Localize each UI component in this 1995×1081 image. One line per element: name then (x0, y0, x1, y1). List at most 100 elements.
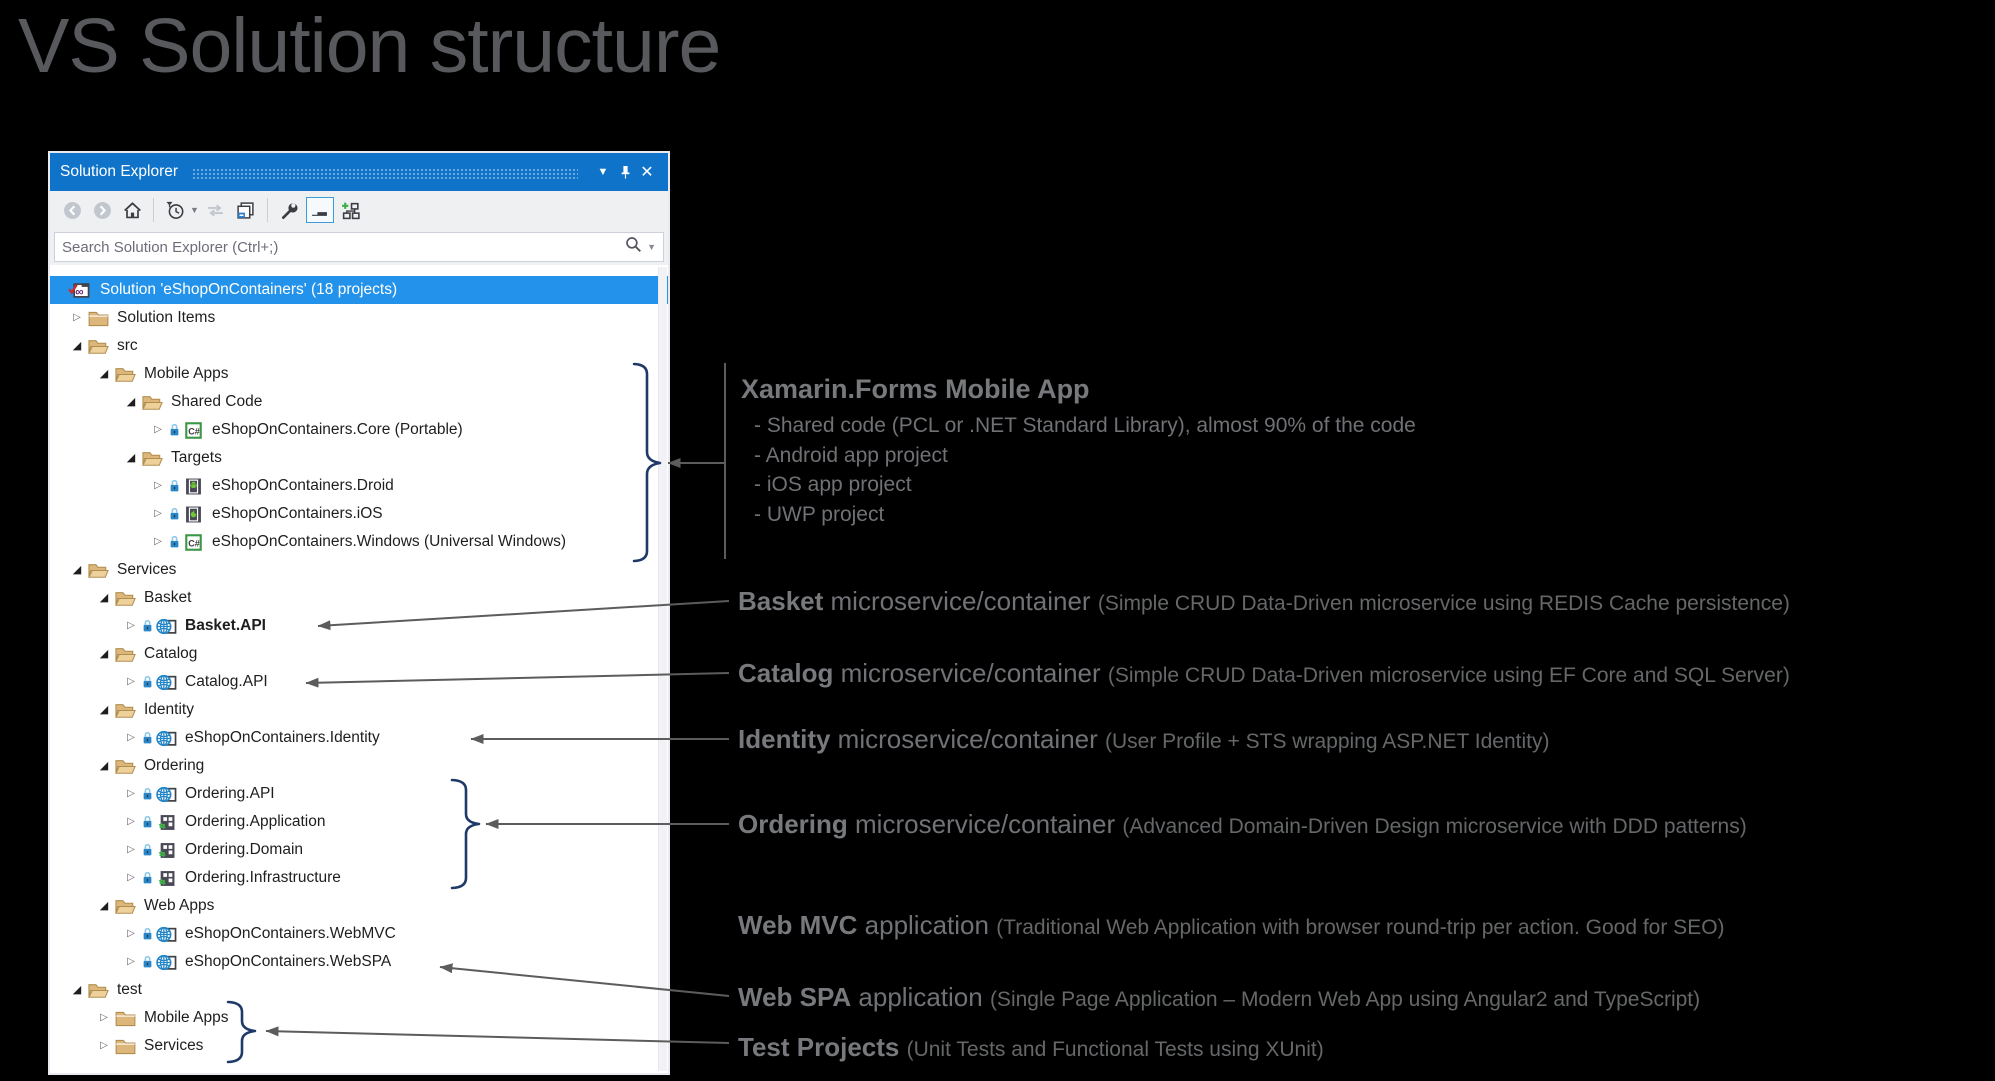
sync-icon[interactable] (203, 197, 229, 223)
tree-item-solution-eshoponcontainers-18-projects[interactable]: ∞ Solution 'eShopOnContainers' (18 proje… (50, 276, 668, 304)
expander-arrow-icon[interactable]: ◢ (99, 704, 109, 716)
tree-item-ordering-domain[interactable]: ▷ Ordering.Domain (50, 836, 668, 864)
expander-arrow-icon[interactable]: ◢ (99, 592, 109, 604)
tree-item-label: Identity (144, 701, 194, 718)
annotation-catalog: Catalog microservice/container (Simple C… (738, 656, 1790, 693)
tree-item-eshoponcontainers-droid[interactable]: ▷ eShopOnContainers.Droid (50, 472, 668, 500)
annotation-paren: (Single Page Application – Modern Web Ap… (989, 988, 1701, 1011)
expander-arrow-icon[interactable]: ▷ (100, 1040, 108, 1051)
tree-item-catalog-api[interactable]: ▷ Catalog.API (50, 668, 668, 696)
tree-item-web-apps[interactable]: ◢ Web Apps (50, 892, 668, 920)
preview-selected-items-icon[interactable] (305, 197, 334, 223)
expander-arrow-icon[interactable]: ◢ (99, 760, 109, 772)
expander-arrow-icon[interactable]: ◢ (72, 340, 82, 352)
tree-item-label: Catalog (144, 645, 198, 662)
expander-arrow-icon[interactable]: ▷ (127, 732, 135, 743)
item-icon: ∞ (66, 282, 92, 299)
expander-arrow-icon[interactable]: ▷ (73, 312, 81, 323)
tree-item-identity[interactable]: ◢ Identity (50, 696, 668, 724)
annotation-paren: (Unit Tests and Functional Tests using X… (906, 1038, 1324, 1061)
expander-arrow-icon[interactable]: ◢ (99, 900, 109, 912)
tree-item-ordering-infrastructure[interactable]: ▷ Ordering.Infrastructure (50, 864, 668, 892)
expander-arrow-icon[interactable]: ◢ (99, 368, 109, 380)
tree-item-label: Ordering.Application (185, 813, 326, 830)
tree-item-eshoponcontainers-windows-universal-windows[interactable]: ▷ C# eShopOnContainers.Windows (Universa… (50, 528, 668, 556)
tree-item-services[interactable]: ◢ Services (50, 556, 668, 584)
annotation-ordering: Ordering microservice/container (Advance… (738, 807, 1747, 844)
item-icon (115, 1038, 136, 1055)
tree-item-label: Mobile Apps (144, 1009, 229, 1026)
item-icon (156, 842, 177, 859)
sync-with-active-document-icon[interactable] (338, 197, 364, 223)
item-icon (115, 366, 136, 383)
tree-item-eshoponcontainers-core-portable[interactable]: ▷ C# eShopOnContainers.Core (Portable) (50, 416, 668, 444)
annotation-bullet: - iOS app project (754, 473, 912, 497)
svg-text:C#: C# (188, 426, 200, 436)
tree-item-src[interactable]: ◢ src (50, 332, 668, 360)
expander-arrow-icon[interactable]: ▷ (127, 816, 135, 827)
collapse-all-icon[interactable] (233, 197, 259, 223)
tree-item-label: Services (144, 1037, 204, 1054)
tree-item-test[interactable]: ◢ test (50, 976, 668, 1004)
search-icon[interactable] (625, 236, 642, 258)
tree-item-basket-api[interactable]: ▷ Basket.API (50, 612, 668, 640)
properties-icon[interactable] (276, 197, 302, 223)
forward-icon[interactable] (89, 197, 115, 223)
expander-arrow-icon[interactable]: ▷ (154, 424, 162, 435)
close-icon[interactable]: ✕ (640, 164, 654, 181)
expander-arrow-icon[interactable]: ▷ (127, 788, 135, 799)
scrollbar-track[interactable] (658, 267, 667, 1071)
pin-icon[interactable] (614, 160, 636, 184)
tree-item-mobile-apps[interactable]: ◢ Mobile Apps (50, 360, 668, 388)
pending-changes-filter-icon[interactable] (162, 197, 188, 223)
tree-item-eshoponcontainers-webmvc[interactable]: ▷ eShopOnContainers.WebMVC (50, 920, 668, 948)
window-position-icon[interactable]: ▼ (597, 166, 609, 178)
expander-arrow-icon[interactable]: ◢ (72, 564, 82, 576)
tree-item-catalog[interactable]: ◢ Catalog (50, 640, 668, 668)
lock-icon (142, 955, 153, 969)
tree-item-ordering-application[interactable]: ▷ Ordering.Application (50, 808, 668, 836)
panel-titlebar[interactable]: Solution Explorer ▼ ✕ (50, 153, 668, 191)
item-icon (156, 786, 177, 803)
annotation-mid (899, 1032, 906, 1062)
expander-arrow-icon[interactable]: ◢ (126, 452, 136, 464)
tree-item-targets[interactable]: ◢ Targets (50, 444, 668, 472)
expander-arrow-icon[interactable]: ▷ (127, 928, 135, 939)
tree-item-solution-items[interactable]: ▷ Solution Items (50, 304, 668, 332)
expander-arrow-icon[interactable]: ▷ (127, 956, 135, 967)
annotation-name: Catalog (738, 658, 834, 688)
tree-item-services[interactable]: ▷ Services (50, 1032, 668, 1060)
lock-icon (142, 675, 153, 689)
home-icon[interactable] (119, 197, 145, 223)
expander-arrow-icon[interactable]: ▷ (127, 676, 135, 687)
tree-item-ordering-api[interactable]: ▷ Ordering.API (50, 780, 668, 808)
expander-arrow-icon[interactable]: ◢ (72, 984, 82, 996)
expander-arrow-icon[interactable]: ▷ (154, 508, 162, 519)
expander-arrow-icon[interactable]: ▷ (154, 480, 162, 491)
expander-arrow-icon[interactable]: ▷ (154, 536, 162, 547)
tree-item-eshoponcontainers-ios[interactable]: ▷ eShopOnContainers.iOS (50, 500, 668, 528)
search-options-chevron-icon[interactable]: ▼ (647, 242, 656, 252)
annotation-mid: microservice/container (847, 809, 1123, 839)
expander-arrow-icon[interactable]: ◢ (99, 648, 109, 660)
annotation-name: Ordering (738, 809, 848, 839)
annotation-webspa: Web SPA application (Single Page Applica… (738, 980, 1700, 1017)
item-icon (156, 814, 177, 831)
tree-item-eshoponcontainers-identity[interactable]: ▷ eShopOnContainers.Identity (50, 724, 668, 752)
back-icon[interactable] (59, 197, 85, 223)
expander-arrow-icon[interactable]: ▷ (100, 1012, 108, 1023)
tree-item-basket[interactable]: ◢ Basket (50, 584, 668, 612)
expander-arrow-icon[interactable]: ▷ (127, 620, 135, 631)
tree-item-eshoponcontainers-webspa[interactable]: ▷ eShopOnContainers.WebSPA (50, 948, 668, 976)
annotation-name: Identity (738, 724, 831, 754)
search-input[interactable]: Search Solution Explorer (Ctrl+;) ▼ (54, 232, 664, 262)
expander-arrow-icon[interactable]: ▷ (127, 844, 135, 855)
tree-item-shared-code[interactable]: ◢ Shared Code (50, 388, 668, 416)
solution-tree: ∞ Solution 'eShopOnContainers' (18 proje… (50, 265, 668, 1073)
filter-dropdown-chevron-icon[interactable]: ▼ (190, 205, 199, 215)
expander-arrow-icon[interactable]: ◢ (126, 396, 136, 408)
tree-item-ordering[interactable]: ◢ Ordering (50, 752, 668, 780)
annotation-mid: application (857, 910, 997, 940)
expander-arrow-icon[interactable]: ▷ (127, 872, 135, 883)
tree-item-mobile-apps[interactable]: ▷ Mobile Apps (50, 1004, 668, 1032)
